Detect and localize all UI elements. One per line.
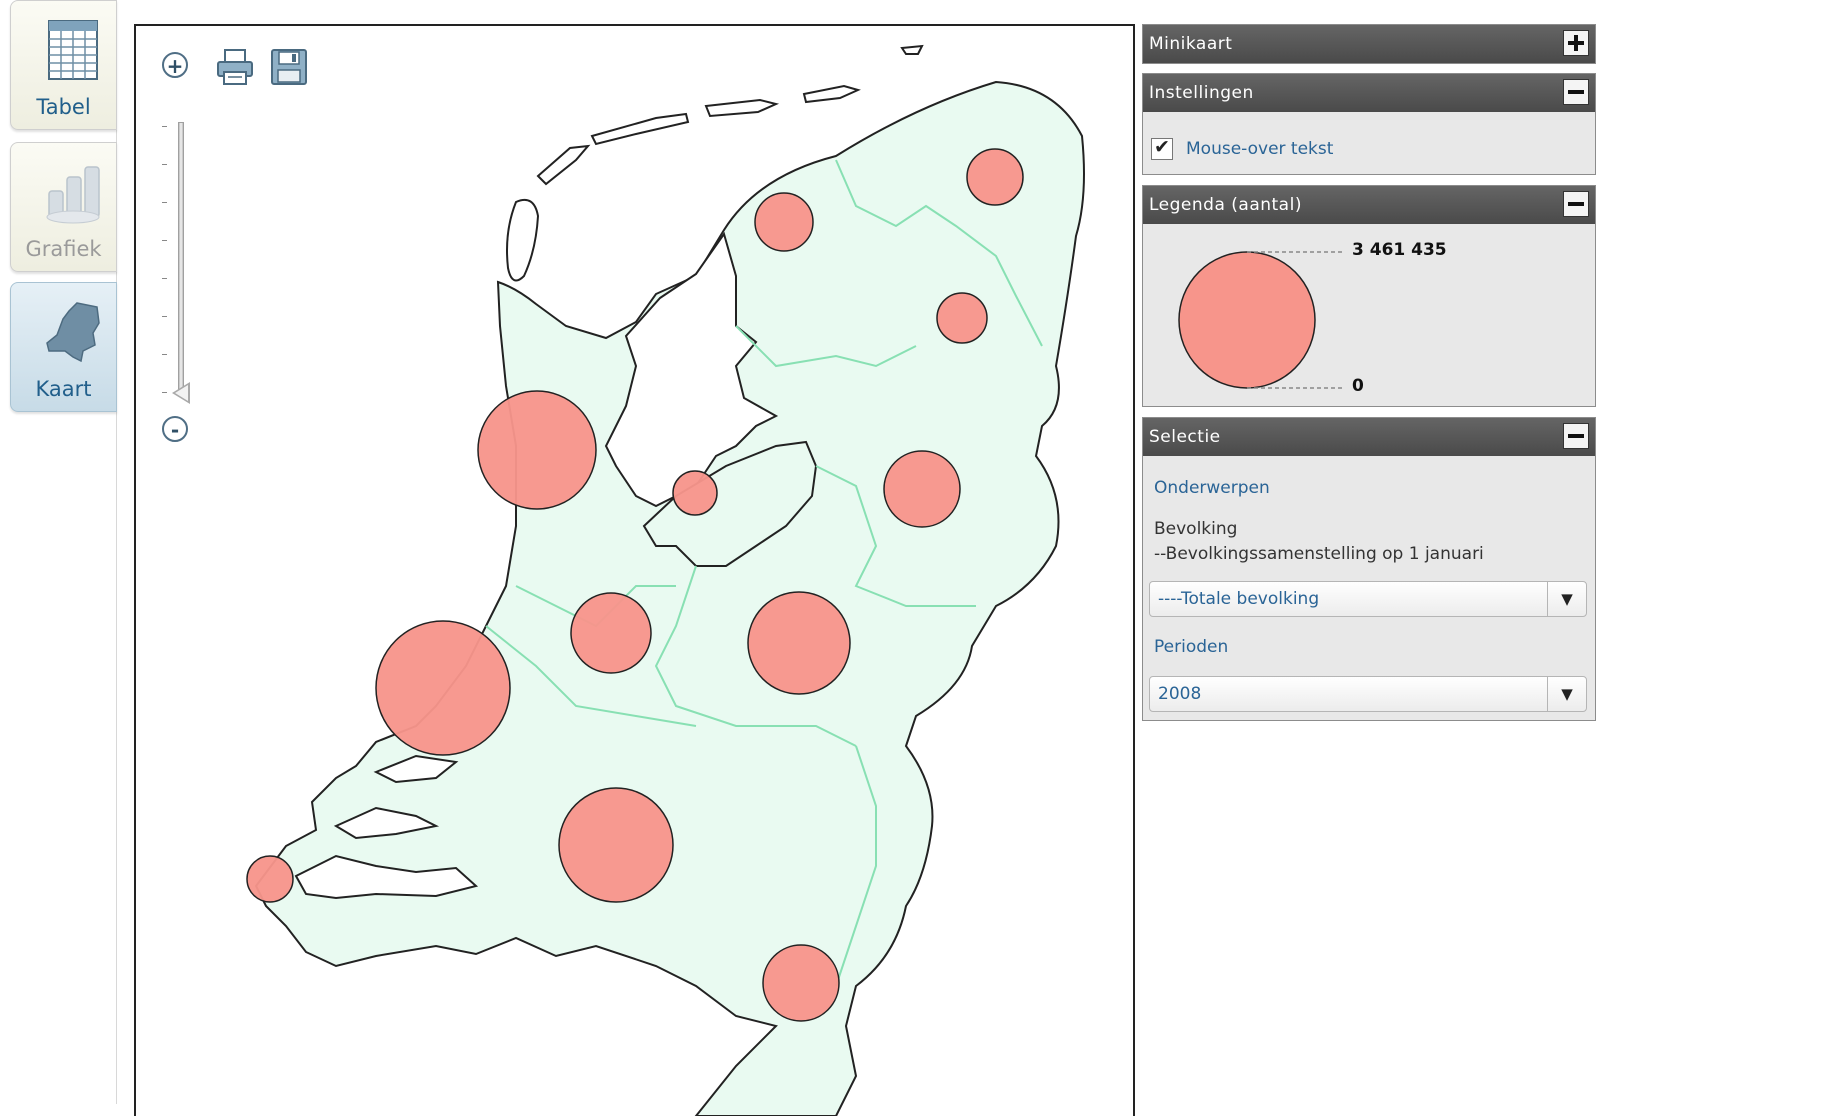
zoom-tick xyxy=(162,240,167,241)
legend-min-value: 0 xyxy=(1352,376,1364,396)
topic-select-value: ----Totale bevolking xyxy=(1158,589,1320,609)
zoom-tick xyxy=(162,392,167,393)
mouseover-label[interactable]: Mouse-over tekst xyxy=(1186,139,1334,159)
period-select[interactable]: 2008 ▼ xyxy=(1149,676,1587,712)
bubble-groningen[interactable] xyxy=(966,148,1024,206)
panel-instellingen: Instellingen Mouse-over tekst xyxy=(1142,73,1596,175)
flevoland xyxy=(642,440,818,567)
legend-max-value: 3 461 435 xyxy=(1352,240,1447,260)
wadden-islands xyxy=(506,44,924,282)
island-vlieland xyxy=(536,144,591,186)
panel-minikaart: Minikaart xyxy=(1142,24,1596,64)
panel-minikaart-header[interactable]: Minikaart xyxy=(1143,25,1595,63)
delta-water xyxy=(294,754,479,900)
view-tab-strip: Tabel Grafiek Kaart xyxy=(0,0,117,1104)
zoom-out-button[interactable]: - xyxy=(162,416,188,442)
zoom-tick xyxy=(162,316,167,317)
panel-legenda-title: Legenda (aantal) xyxy=(1149,195,1302,215)
panel-selectie-header[interactable]: Selectie xyxy=(1143,418,1595,456)
netherlands-map[interactable] xyxy=(136,26,1133,1116)
bubble-friesland[interactable] xyxy=(754,192,814,252)
zoom-tick xyxy=(162,354,167,355)
topic-line-1: Bevolking xyxy=(1154,519,1238,539)
collapse-icon[interactable] xyxy=(1563,79,1589,105)
legend-graphic xyxy=(1178,251,1343,389)
tab-tabel[interactable]: Tabel xyxy=(10,0,117,130)
topic-line-2: --Bevolkingssamenstelling op 1 januari xyxy=(1154,544,1484,564)
panel-selectie: Selectie Onderwerpen Bevolking --Bevolki… xyxy=(1142,417,1596,721)
zoom-tick xyxy=(162,278,167,279)
bubble-overijssel[interactable] xyxy=(883,450,961,528)
tab-kaart-label: Kaart xyxy=(35,377,92,401)
chevron-down-icon[interactable]: ▼ xyxy=(1547,677,1586,711)
panel-legenda-header[interactable]: Legenda (aantal) xyxy=(1143,186,1595,224)
bubble-zuid-holland[interactable] xyxy=(375,620,511,756)
zoom-slider-handle[interactable] xyxy=(172,382,190,404)
chevron-down-icon[interactable]: ▼ xyxy=(1547,582,1586,616)
panel-minikaart-title: Minikaart xyxy=(1149,34,1233,54)
island-texel xyxy=(506,198,540,282)
tab-grafiek-label: Grafiek xyxy=(25,237,102,261)
period-select-value: 2008 xyxy=(1158,684,1202,704)
tab-grafiek[interactable]: Grafiek xyxy=(10,142,117,272)
bubble-zeeland[interactable] xyxy=(246,855,294,903)
zoom-slider-track[interactable] xyxy=(178,122,184,396)
bubble-flevoland[interactable] xyxy=(672,470,718,516)
bubble-gelderland[interactable] xyxy=(747,591,851,695)
table-icon xyxy=(48,20,98,80)
legend-bubble xyxy=(1178,251,1316,389)
mainland xyxy=(254,80,1085,1116)
island-rottumeroog xyxy=(900,44,924,55)
floppy-disk-icon[interactable] xyxy=(270,48,308,86)
zoom-tick xyxy=(162,202,167,203)
zoom-in-button[interactable]: + xyxy=(162,52,188,78)
bubble-limburg[interactable] xyxy=(762,944,840,1022)
collapse-icon[interactable] xyxy=(1563,423,1589,449)
panel-legenda: Legenda (aantal) 3 461 435 0 xyxy=(1142,185,1596,407)
zoom-tick xyxy=(162,126,167,127)
tab-kaart[interactable]: Kaart xyxy=(10,282,117,412)
bar-chart-icon xyxy=(46,166,100,224)
panel-instellingen-title: Instellingen xyxy=(1149,83,1254,103)
zoom-tick xyxy=(162,164,167,165)
expand-icon[interactable] xyxy=(1563,30,1589,56)
topic-select[interactable]: ----Totale bevolking ▼ xyxy=(1149,581,1587,617)
onderwerpen-link[interactable]: Onderwerpen xyxy=(1154,478,1270,498)
panel-selectie-title: Selectie xyxy=(1149,427,1221,447)
bubble-utrecht[interactable] xyxy=(570,592,652,674)
island-ameland xyxy=(704,98,780,118)
collapse-icon[interactable] xyxy=(1563,191,1589,217)
bubble-noord-brabant[interactable] xyxy=(558,787,674,903)
ijsselmeer xyxy=(604,231,779,508)
mouseover-checkbox[interactable] xyxy=(1151,136,1173,160)
island-terschelling xyxy=(590,112,690,146)
map-netherlands-icon xyxy=(46,302,100,363)
bubble-noord-holland[interactable] xyxy=(477,390,597,510)
map-viewport[interactable]: + - xyxy=(134,24,1135,1116)
panel-instellingen-header[interactable]: Instellingen xyxy=(1143,74,1595,112)
printer-icon[interactable] xyxy=(216,48,254,86)
bubble-drenthe[interactable] xyxy=(936,292,988,344)
tab-tabel-label: Tabel xyxy=(36,95,91,119)
island-schiermonnikoog xyxy=(802,84,861,104)
perioden-link[interactable]: Perioden xyxy=(1154,637,1229,657)
population-bubbles xyxy=(246,148,1024,1022)
